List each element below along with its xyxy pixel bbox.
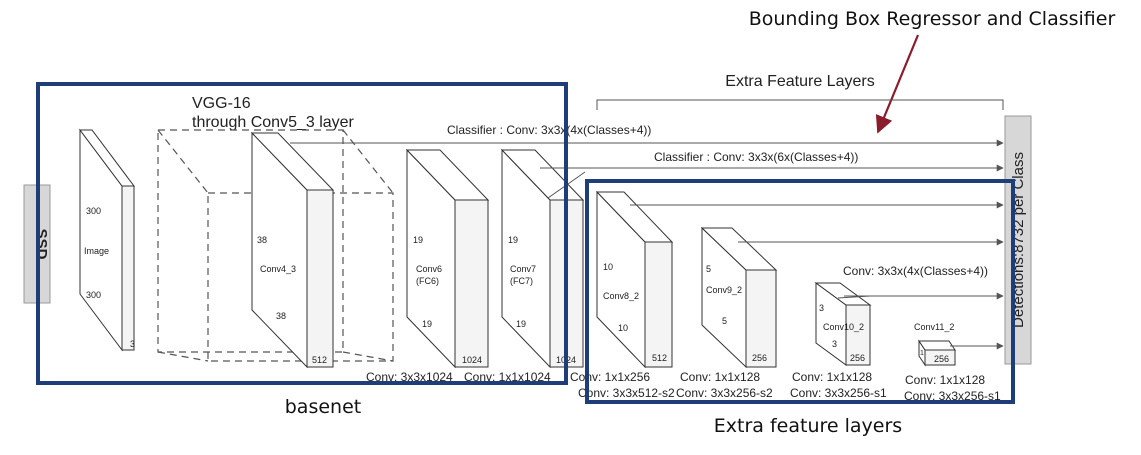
classifier-label-2: Classifier : Conv: 3x3x(6x(Classes+4)): [654, 150, 858, 164]
ssd-label: SSD: [33, 229, 50, 260]
conv10-2-depth: 256: [850, 353, 865, 363]
conv9-2-label: Conv9_2: [706, 285, 742, 295]
bottom-label-6b: Conv: 3x3x256-s1: [904, 389, 1001, 403]
conv6-sub: (FC6): [416, 276, 439, 286]
block-conv4-3: [250, 131, 335, 369]
conv6-depth: 1024: [462, 355, 482, 365]
block-image: [79, 128, 135, 352]
basenet-frame: [36, 82, 568, 385]
bottom-label-5b: Conv: 3x3x256-s1: [790, 386, 887, 400]
conv8-2-height: 10: [603, 262, 613, 272]
conv4-3-label: Conv4_3: [260, 264, 296, 274]
bottom-label-6a: Conv: 1x1x128: [905, 373, 985, 387]
block-conv9-2: [700, 226, 778, 369]
detections-side-bar: [1004, 115, 1032, 365]
conv6-height: 19: [413, 235, 423, 245]
annotation-arrow: [875, 34, 920, 134]
conv4-3-height: 38: [257, 235, 267, 245]
conv6-label: Conv6: [416, 264, 442, 274]
conv7-label: Conv7: [510, 264, 536, 274]
conv10-2-height: 3: [819, 303, 824, 313]
classifier-label-3: Conv: 3x3x(4x(Classes+4)): [843, 264, 988, 278]
flow-arrows: [290, 139, 1004, 350]
bottom-label-5a: Conv: 1x1x128: [792, 370, 872, 384]
bottom-label-1: Conv: 3x3x1024: [366, 370, 453, 384]
block-conv10-2: [814, 282, 872, 366]
conv7-height: 19: [508, 235, 518, 245]
image-label: Image: [84, 246, 109, 256]
conv4-3-depth: 512: [312, 355, 327, 365]
conv7-width: 19: [516, 319, 526, 329]
conv8-2-width: 10: [618, 323, 628, 333]
vgg-dashed-cube: [157, 129, 394, 362]
conv8-2-depth: 512: [652, 353, 667, 363]
bottom-label-3a: Conv: 1x1x256: [570, 370, 650, 384]
extra-layers-caption: Extra feature layers: [714, 415, 902, 437]
conv9-2-width: 5: [722, 316, 727, 326]
extra-layers-frame: [585, 179, 1015, 404]
bottom-label-2: Conv: 1x1x1024: [464, 370, 551, 384]
basenet-caption: basenet: [285, 396, 361, 418]
vgg-title: VGG-16: [192, 95, 251, 112]
conv10-2-width: 3: [832, 339, 837, 349]
conv9-2-height: 5: [706, 264, 711, 274]
image-height: 300: [86, 206, 101, 216]
classifier-label-1: Classifier : Conv: 3x3x(4x(Classes+4)): [447, 123, 651, 137]
bottom-label-4b: Conv: 3x3x256-s2: [676, 386, 773, 400]
annotation-bbox-regressor: Bounding Box Regressor and Classifier: [749, 8, 1116, 30]
extra-feature-layers-title: Extra Feature Layers: [725, 73, 874, 90]
image-width: 300: [86, 290, 101, 300]
conv7-sub: (FC7): [510, 276, 533, 286]
conv10-2-label: Conv10_2: [823, 322, 864, 332]
conv11-2-height: 1: [920, 350, 924, 357]
bottom-label-4a: Conv: 1x1x128: [680, 370, 760, 384]
bottom-label-3b: Conv: 3x3x512-s2: [578, 386, 675, 400]
extra-feature-layers-bracket: [596, 99, 1004, 110]
conv8-2-label: Conv8_2: [603, 291, 639, 301]
image-depth: 3: [130, 339, 135, 349]
block-conv8-2: [595, 190, 674, 369]
vgg-subtitle: through Conv5_3 layer: [192, 114, 355, 131]
conv11-2-depth: 256: [934, 354, 949, 364]
conv11-2-label: Conv11_2: [914, 322, 954, 332]
block-conv11-2: [918, 339, 956, 367]
conv6-width: 19: [422, 319, 432, 329]
conv9-2-depth: 256: [752, 353, 767, 363]
conv4-3-width: 38: [276, 311, 286, 321]
block-conv6: [405, 148, 490, 369]
